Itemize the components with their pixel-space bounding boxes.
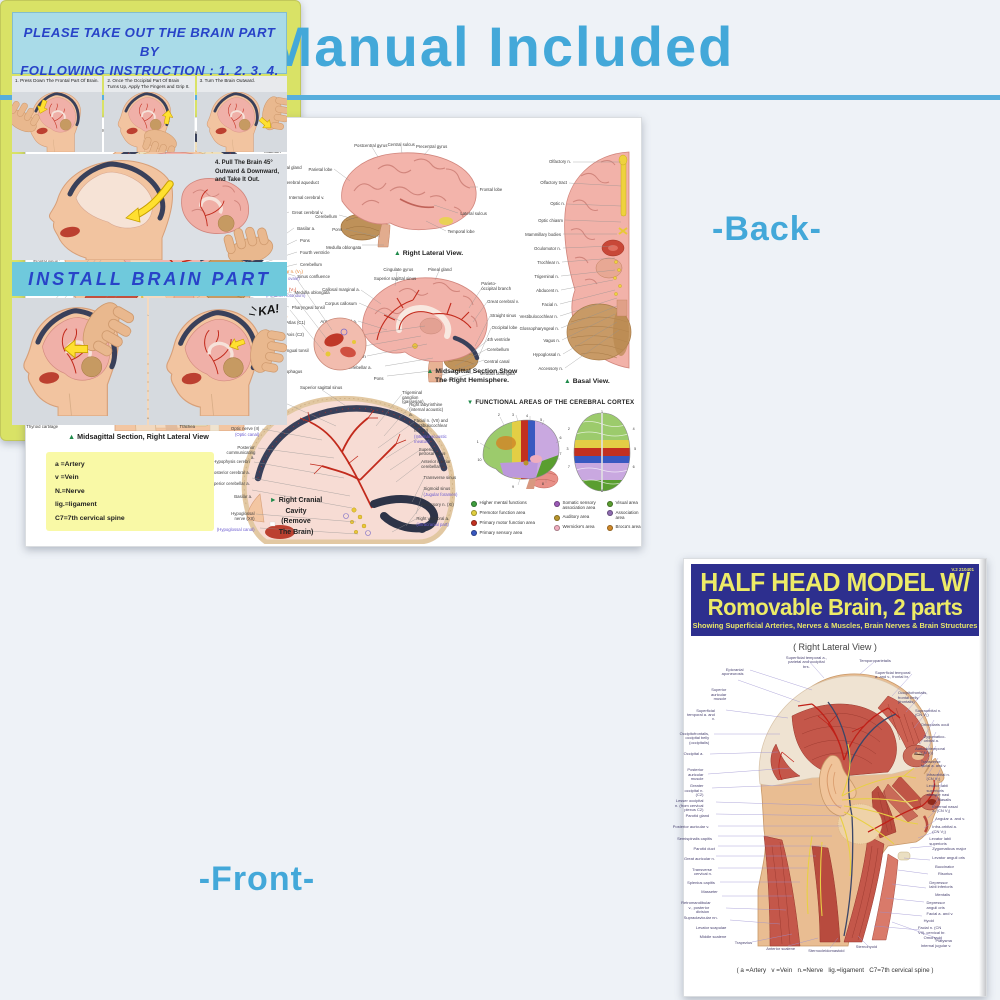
legend-item: Wernicke's area [554, 524, 603, 531]
view-caption: ( Right Lateral View ) [793, 642, 877, 652]
legend-color-dot [554, 514, 560, 521]
caption-right-lateral: ▲Right Lateral View. [394, 250, 464, 257]
functional-legend-col2: Somatic sensory association area Auditor… [554, 500, 603, 534]
step-2-cell: 2. Once The Occipital Part Of Brain Turn… [104, 76, 195, 152]
title-divider [0, 95, 1000, 100]
model-subtitle: Showing Superficial Arteries, Nerves & M… [692, 621, 978, 630]
triangle-icon: ▲ [426, 368, 434, 375]
install-brain-heading: INSTALL BRAIN PART [12, 262, 287, 296]
legend-item: Primary motor function area [471, 520, 535, 527]
instruction-steps-row: 1. Press Down The Frontal Part Of Brain.… [12, 76, 287, 152]
legend-item: Somatic sensory association area [554, 500, 603, 511]
legend-color-dot [471, 520, 477, 527]
triangle-icon: ▼ [467, 399, 474, 406]
triangle-icon: ▲ [68, 432, 76, 441]
bottom-abbreviation-legend: ( a =Artery v =Vein n.=Nerve lig.=ligame… [736, 967, 934, 974]
step-3-photo [196, 92, 287, 152]
legend-item: Visual area [607, 500, 641, 507]
legend-color-dot [607, 524, 613, 531]
abbreviation-legend: a =Artery v =Vein N.=Nerve lig.=ligament… [46, 452, 214, 531]
legend-color-dot [554, 500, 560, 507]
step-3-caption: 3. Turn The Brain Outward. [199, 78, 255, 83]
legend-color-dot [607, 500, 613, 507]
instruction-header: PLEASE TAKE OUT THE BRAIN PART BY FOLLOW… [12, 12, 287, 78]
back-side-label: -Back- [712, 210, 822, 248]
right-lateral-brain-illustration [333, 145, 478, 248]
abbrev-vein: v =Vein [55, 474, 79, 482]
step-1-photo [12, 92, 102, 152]
step-2-photo [104, 92, 195, 152]
front-instruction-panel: PLEASE TAKE OUT THE BRAIN PART BY FOLLOW… [0, 0, 301, 441]
model-title-line2: Romovable Brain, 2 parts [707, 594, 963, 620]
head-anatomy-illustration [707, 659, 945, 948]
functional-legend-col1: Higher mental functions Premotor functio… [471, 500, 535, 540]
basal-view-illustration [559, 151, 632, 369]
caption-functional-areas: ▼FUNCTIONAL AREAS OF THE CEREBRAL CORTEX [467, 399, 635, 406]
legend-item: Auditory area [554, 514, 603, 521]
front-side-label: -Front- [198, 860, 316, 898]
step-1-cell: 1. Press Down The Frontal Part Of Brain. [12, 76, 103, 152]
install-photos-row: KA! [12, 298, 287, 425]
model-title-line1: HALF HEAD MODEL W/ [700, 567, 970, 597]
legend-color-dot [471, 510, 477, 517]
caption-basal: ▲Basal View. [564, 378, 610, 385]
triangle-icon: ► [269, 497, 277, 504]
abbrev-artery: a =Artery [55, 461, 85, 468]
caption-right-cranial-cavity: ►Right Cranial Cavity (Remove The Brain) [269, 497, 323, 536]
step-2-caption: 2. Once The Occipital Part Of Brain Turn… [107, 78, 190, 89]
functional-legend-col3: Visual area Association area Broca's are… [607, 500, 641, 534]
abbrev-c7: C7=7th cervical spine [55, 514, 125, 522]
skull-base-inset-illustration [289, 277, 367, 371]
title-banner: V.2 210401 HALF HEAD MODEL W/ Romovable … [691, 564, 979, 636]
cranial-cavity-illustration [241, 389, 456, 544]
legend-color-dot [471, 500, 477, 507]
anatomy-label: Sternocleidomastoid [808, 948, 845, 954]
version-number: V.2 210401 [951, 567, 974, 572]
hemisphere-illustration [357, 270, 492, 383]
legend-color-dot [471, 530, 477, 537]
model-title-panel: V.2 210401 HALF HEAD MODEL W/ Romovable … [673, 558, 987, 997]
triangle-icon: ▲ [564, 378, 571, 385]
functional-lateral-brain [479, 414, 561, 489]
legend-item: Broca's area [607, 524, 641, 531]
abbrev-nerve: N.=Nerve [55, 487, 85, 495]
legend-item: Higher mental functions [471, 500, 535, 507]
step-4-photo: 4. Pull The Brain 45° Outward & Downward… [12, 154, 287, 260]
functional-superior-brain [573, 412, 631, 492]
legend-item: Premotor function area [471, 510, 535, 517]
triangle-icon: ▲ [394, 250, 401, 257]
abbrev-ligament: lig.=ligament [55, 501, 97, 509]
page-title: Manual Included [265, 15, 735, 78]
legend-color-dot [607, 510, 613, 517]
legend-item: Association area [607, 510, 641, 521]
install-photo-1 [12, 298, 147, 425]
step-1-caption: 1. Press Down The Frontal Part Of Brain. [15, 78, 99, 83]
caption-midsagittal: ▲Midsagittal Section, Right Lateral View [68, 432, 209, 441]
step-3-cell: 3. Turn The Brain Outward. [196, 76, 287, 152]
install-photo-2: KA! [149, 298, 287, 425]
legend-color-dot [554, 524, 560, 531]
page-edge-shadow [979, 559, 986, 996]
legend-item: Primary sensory area [471, 530, 535, 537]
step-4-text: 4. Pull The Brain 45° Outward & Downward… [215, 160, 280, 184]
